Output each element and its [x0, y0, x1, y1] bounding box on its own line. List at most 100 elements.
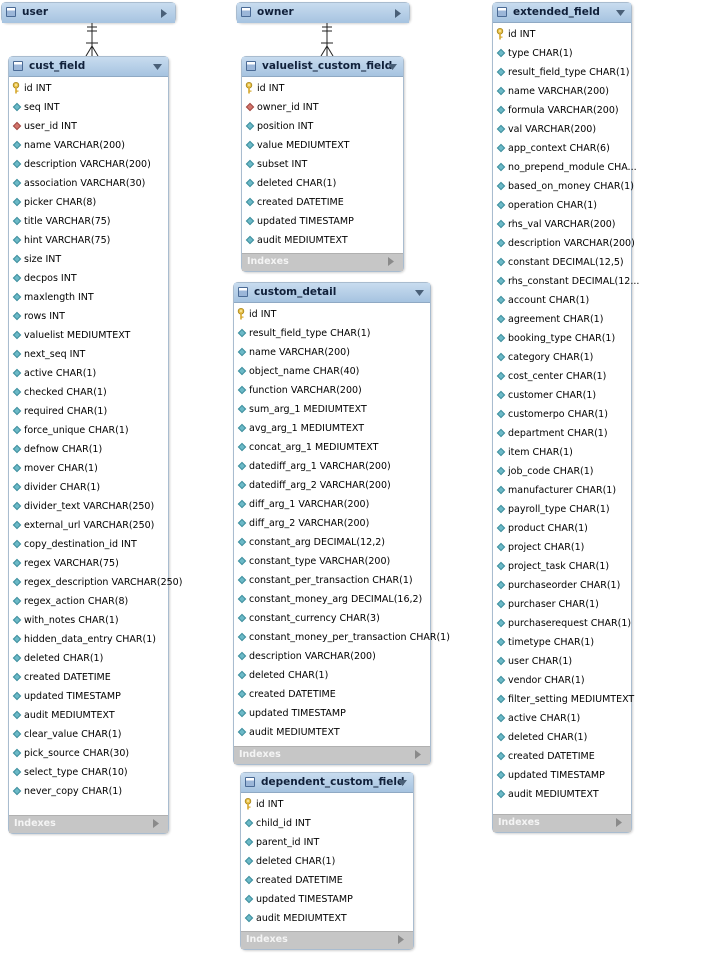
column-row[interactable]: no_prepend_module CHA...: [493, 158, 637, 177]
column-row[interactable]: rhs_constant DECIMAL(12...: [493, 272, 639, 291]
column-row[interactable]: purchaserequest CHAR(1): [493, 614, 631, 633]
column-row[interactable]: active CHAR(1): [493, 709, 631, 728]
column-row[interactable]: next_seq INT: [9, 345, 168, 364]
column-row[interactable]: item CHAR(1): [493, 443, 631, 462]
collapse-triangle-icon[interactable]: [397, 778, 407, 788]
column-row[interactable]: purchaseorder CHAR(1): [493, 576, 631, 595]
column-row[interactable]: constant_per_transaction CHAR(1): [234, 571, 430, 590]
column-row[interactable]: constant DECIMAL(12,5): [493, 253, 631, 272]
column-row[interactable]: audit MEDIUMTEXT: [242, 231, 403, 250]
column-row[interactable]: hint VARCHAR(75): [9, 231, 168, 250]
indexes-bar[interactable]: Indexes: [241, 931, 413, 949]
expand-triangle-icon[interactable]: [414, 750, 424, 760]
column-row[interactable]: rhs_val VARCHAR(200): [493, 215, 631, 234]
table-header[interactable]: dependent_custom_field: [241, 773, 413, 793]
column-row[interactable]: regex VARCHAR(75): [9, 554, 168, 573]
column-row[interactable]: id INT: [234, 305, 430, 324]
column-row[interactable]: select_type CHAR(10): [9, 763, 168, 782]
table-header[interactable]: custom_detail: [234, 283, 430, 303]
column-row[interactable]: object_name CHAR(40): [234, 362, 430, 381]
column-row[interactable]: created DATETIME: [241, 871, 413, 890]
expand-triangle-icon[interactable]: [393, 8, 403, 18]
column-row[interactable]: child_id INT: [241, 814, 413, 833]
column-row[interactable]: association VARCHAR(30): [9, 174, 168, 193]
column-row[interactable]: constant_money_per_transaction CHAR(1): [234, 628, 450, 647]
indexes-bar[interactable]: Indexes: [9, 815, 168, 833]
column-row[interactable]: constant_money_arg DECIMAL(16,2): [234, 590, 430, 609]
column-row[interactable]: picker CHAR(8): [9, 193, 168, 212]
column-row[interactable]: audit MEDIUMTEXT: [241, 909, 413, 928]
column-row[interactable]: subset INT: [242, 155, 403, 174]
column-row[interactable]: id INT: [9, 79, 168, 98]
column-row[interactable]: user CHAR(1): [493, 652, 631, 671]
indexes-bar[interactable]: Indexes: [493, 814, 631, 832]
column-row[interactable]: val VARCHAR(200): [493, 120, 631, 139]
column-row[interactable]: category CHAR(1): [493, 348, 631, 367]
expand-triangle-icon[interactable]: [159, 8, 169, 18]
column-row[interactable]: force_unique CHAR(1): [9, 421, 168, 440]
column-row[interactable]: project_task CHAR(1): [493, 557, 631, 576]
expand-triangle-icon[interactable]: [615, 818, 625, 828]
column-row[interactable]: created DATETIME: [9, 668, 168, 687]
column-row[interactable]: decpos INT: [9, 269, 168, 288]
column-row[interactable]: name VARCHAR(200): [493, 82, 631, 101]
column-row[interactable]: hidden_data_entry CHAR(1): [9, 630, 168, 649]
column-row[interactable]: formula VARCHAR(200): [493, 101, 631, 120]
column-row[interactable]: divider_text VARCHAR(250): [9, 497, 168, 516]
collapse-triangle-icon[interactable]: [615, 8, 625, 18]
column-row[interactable]: deleted CHAR(1): [242, 174, 403, 193]
column-row[interactable]: description VARCHAR(200): [9, 155, 168, 174]
column-row[interactable]: audit MEDIUMTEXT: [234, 723, 430, 742]
column-row[interactable]: with_notes CHAR(1): [9, 611, 168, 630]
collapse-triangle-icon[interactable]: [152, 62, 162, 72]
column-row[interactable]: id INT: [242, 79, 403, 98]
column-row[interactable]: operation CHAR(1): [493, 196, 631, 215]
column-row[interactable]: mover CHAR(1): [9, 459, 168, 478]
column-row[interactable]: avg_arg_1 MEDIUMTEXT: [234, 419, 430, 438]
column-row[interactable]: filter_setting MEDIUMTEXT: [493, 690, 634, 709]
column-row[interactable]: vendor CHAR(1): [493, 671, 631, 690]
column-row[interactable]: purchaser CHAR(1): [493, 595, 631, 614]
column-row[interactable]: description VARCHAR(200): [493, 234, 635, 253]
column-row[interactable]: audit MEDIUMTEXT: [9, 706, 168, 725]
column-row[interactable]: audit MEDIUMTEXT: [493, 785, 631, 804]
column-row[interactable]: parent_id INT: [241, 833, 413, 852]
column-row[interactable]: project CHAR(1): [493, 538, 631, 557]
expand-triangle-icon[interactable]: [397, 935, 407, 945]
table-header[interactable]: valuelist_custom_field: [242, 57, 403, 77]
column-row[interactable]: valuelist MEDIUMTEXT: [9, 326, 168, 345]
column-row[interactable]: constant_type VARCHAR(200): [234, 552, 430, 571]
column-row[interactable]: customerpo CHAR(1): [493, 405, 631, 424]
column-row[interactable]: booking_type CHAR(1): [493, 329, 631, 348]
column-row[interactable]: pick_source CHAR(30): [9, 744, 168, 763]
table-header[interactable]: user: [2, 3, 175, 23]
column-row[interactable]: updated TIMESTAMP: [234, 704, 430, 723]
column-row[interactable]: account CHAR(1): [493, 291, 631, 310]
column-row[interactable]: timetype CHAR(1): [493, 633, 631, 652]
column-row[interactable]: manufacturer CHAR(1): [493, 481, 631, 500]
column-row[interactable]: function VARCHAR(200): [234, 381, 430, 400]
column-row[interactable]: divider CHAR(1): [9, 478, 168, 497]
column-row[interactable]: name VARCHAR(200): [234, 343, 430, 362]
column-row[interactable]: user_id INT: [9, 117, 168, 136]
column-row[interactable]: regex_action CHAR(8): [9, 592, 168, 611]
column-row[interactable]: created DATETIME: [493, 747, 631, 766]
table-user[interactable]: user: [1, 2, 176, 23]
column-row[interactable]: required CHAR(1): [9, 402, 168, 421]
column-row[interactable]: never_copy CHAR(1): [9, 782, 168, 801]
column-row[interactable]: updated TIMESTAMP: [242, 212, 403, 231]
column-row[interactable]: customer CHAR(1): [493, 386, 631, 405]
column-row[interactable]: external_url VARCHAR(250): [9, 516, 168, 535]
table-owner[interactable]: owner: [236, 2, 410, 23]
column-row[interactable]: rows INT: [9, 307, 168, 326]
column-row[interactable]: datediff_arg_2 VARCHAR(200): [234, 476, 430, 495]
column-row[interactable]: created DATETIME: [234, 685, 430, 704]
column-row[interactable]: seq INT: [9, 98, 168, 117]
column-row[interactable]: updated TIMESTAMP: [493, 766, 631, 785]
column-row[interactable]: updated TIMESTAMP: [9, 687, 168, 706]
column-row[interactable]: regex_description VARCHAR(250): [9, 573, 182, 592]
